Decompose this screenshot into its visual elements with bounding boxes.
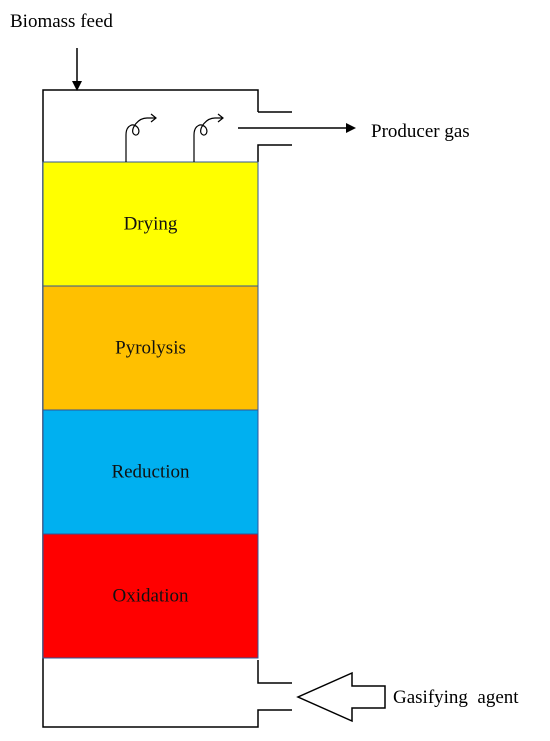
agent-inlet-upper-wall — [257, 660, 292, 684]
gas-outlet-lower-wall — [257, 144, 292, 162]
biomass-feed-label: Biomass feed — [10, 11, 113, 32]
zone-oxidation — [42, 533, 259, 659]
zone-label-pyrolysis: Pyrolysis — [115, 337, 186, 358]
zone-label-drying: Drying — [124, 213, 178, 234]
gas-wisps — [125, 113, 224, 162]
zone-reduction — [42, 409, 259, 535]
gas-wisp-icon — [193, 117, 222, 162]
zone-label-oxidation: Oxidation — [113, 585, 189, 606]
vessel-left-wall — [42, 89, 292, 728]
gasifying-agent-arrow — [296, 671, 386, 723]
zone-drying — [42, 161, 259, 287]
zone-label-reduction: Reduction — [111, 461, 190, 482]
gasifying-agent-label: Gasifying agent — [393, 687, 519, 708]
producer-gas-label: Producer gas — [371, 121, 470, 142]
gas-wisp-icon — [125, 117, 155, 162]
reactor-vessel — [42, 89, 292, 728]
